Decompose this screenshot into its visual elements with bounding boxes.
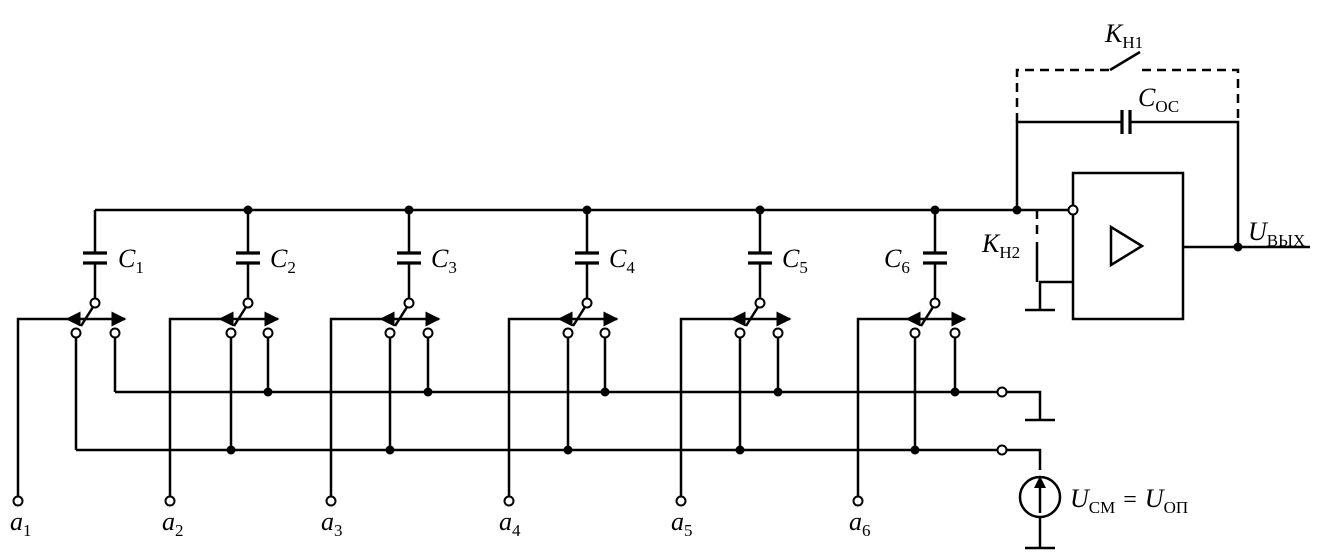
junction-dot: [385, 445, 395, 455]
stage-6: [852, 210, 967, 507]
stage-4: [503, 210, 619, 507]
input-line: [168, 317, 220, 496]
switch-pivot: [242, 297, 254, 309]
capacitor-plates: [575, 251, 599, 265]
input-terminal: [675, 495, 687, 507]
capacitor-plates: [923, 251, 947, 265]
label-a3: a3: [321, 507, 343, 540]
input-stages: [12, 210, 967, 507]
capacitor-plates: [236, 251, 260, 265]
capacitor-plates: [748, 251, 772, 265]
label-uout: UВЫХ: [1248, 217, 1305, 250]
label-c1: C1: [118, 244, 144, 277]
contact-reference: [70, 327, 82, 339]
switch-pivot: [403, 297, 415, 309]
switch-pivot: [754, 297, 766, 309]
junction-dot: [263, 387, 273, 397]
contact-reference: [562, 327, 574, 339]
switch-blade: [79, 306, 95, 327]
contact-reference: [734, 327, 746, 339]
reference-voltage-source: [1018, 475, 1062, 550]
capacitor-plates: [397, 251, 421, 265]
junction-dot: [423, 387, 433, 397]
switch-blade: [232, 306, 248, 327]
label-a2: a2: [162, 507, 184, 540]
label-coc: CОС: [1138, 83, 1179, 116]
contact-ground: [599, 327, 611, 339]
label-c4: C4: [609, 244, 635, 277]
contact-reference: [909, 327, 921, 339]
junction-dot: [600, 387, 610, 397]
stage-5: [675, 210, 792, 507]
contact-ground: [949, 327, 961, 339]
contact-ground: [109, 327, 121, 339]
label-a6: a6: [849, 507, 871, 540]
stage-2: [164, 210, 280, 507]
contact-ground: [262, 327, 274, 339]
input-line: [856, 317, 907, 496]
switch-pivot: [581, 297, 593, 309]
label-kh1: KН1: [1104, 19, 1143, 52]
label-c5: C5: [782, 244, 808, 277]
switch-blade: [744, 306, 760, 327]
input-terminal: [503, 495, 515, 507]
input-line: [679, 317, 732, 496]
label-c2: C2: [270, 244, 296, 277]
input-terminal: [325, 495, 337, 507]
input-line: [507, 317, 559, 496]
input-line: [16, 317, 67, 496]
label-a4: a4: [499, 507, 521, 540]
switch-blade: [393, 306, 409, 327]
switch-pivot: [929, 297, 941, 309]
junction-dots: [243, 205, 1243, 252]
capacitor-plates: [83, 251, 107, 265]
switch-blade: [919, 306, 935, 327]
input-line: [329, 317, 381, 496]
junction-dot: [735, 445, 745, 455]
label-a1: a1: [10, 507, 32, 540]
switch-blade: [571, 306, 587, 327]
label-c3: C3: [431, 244, 457, 277]
contact-ground: [772, 327, 784, 339]
stage-3: [325, 210, 441, 507]
stage-1: [12, 210, 127, 507]
input-terminal: [12, 495, 24, 507]
feedback-network: [1015, 50, 1240, 247]
label-a5: a5: [671, 507, 693, 540]
contact-reference: [225, 327, 237, 339]
contact-reference: [384, 327, 396, 339]
label-c6: C6: [884, 244, 910, 277]
contact-ground: [422, 327, 434, 339]
label-source: UСМ=UОП: [1070, 484, 1188, 517]
junction-dot: [563, 445, 573, 455]
input-terminal: [164, 495, 176, 507]
input-terminal: [852, 495, 864, 507]
op-amp: [1025, 171, 1310, 321]
reference-bus: [76, 448, 1042, 470]
junction-dot: [773, 387, 783, 397]
ground-bus: [115, 390, 1055, 422]
junction-dot: [910, 445, 920, 455]
junction-dot: [226, 445, 236, 455]
labels: C1 C2 C3 C4 C5 C6 a1 a2 a3 a4 a5 a6 CОС …: [10, 19, 1305, 540]
junction-dot: [950, 387, 960, 397]
switch-pivot: [89, 297, 101, 309]
label-kh2: KН2: [981, 229, 1020, 262]
